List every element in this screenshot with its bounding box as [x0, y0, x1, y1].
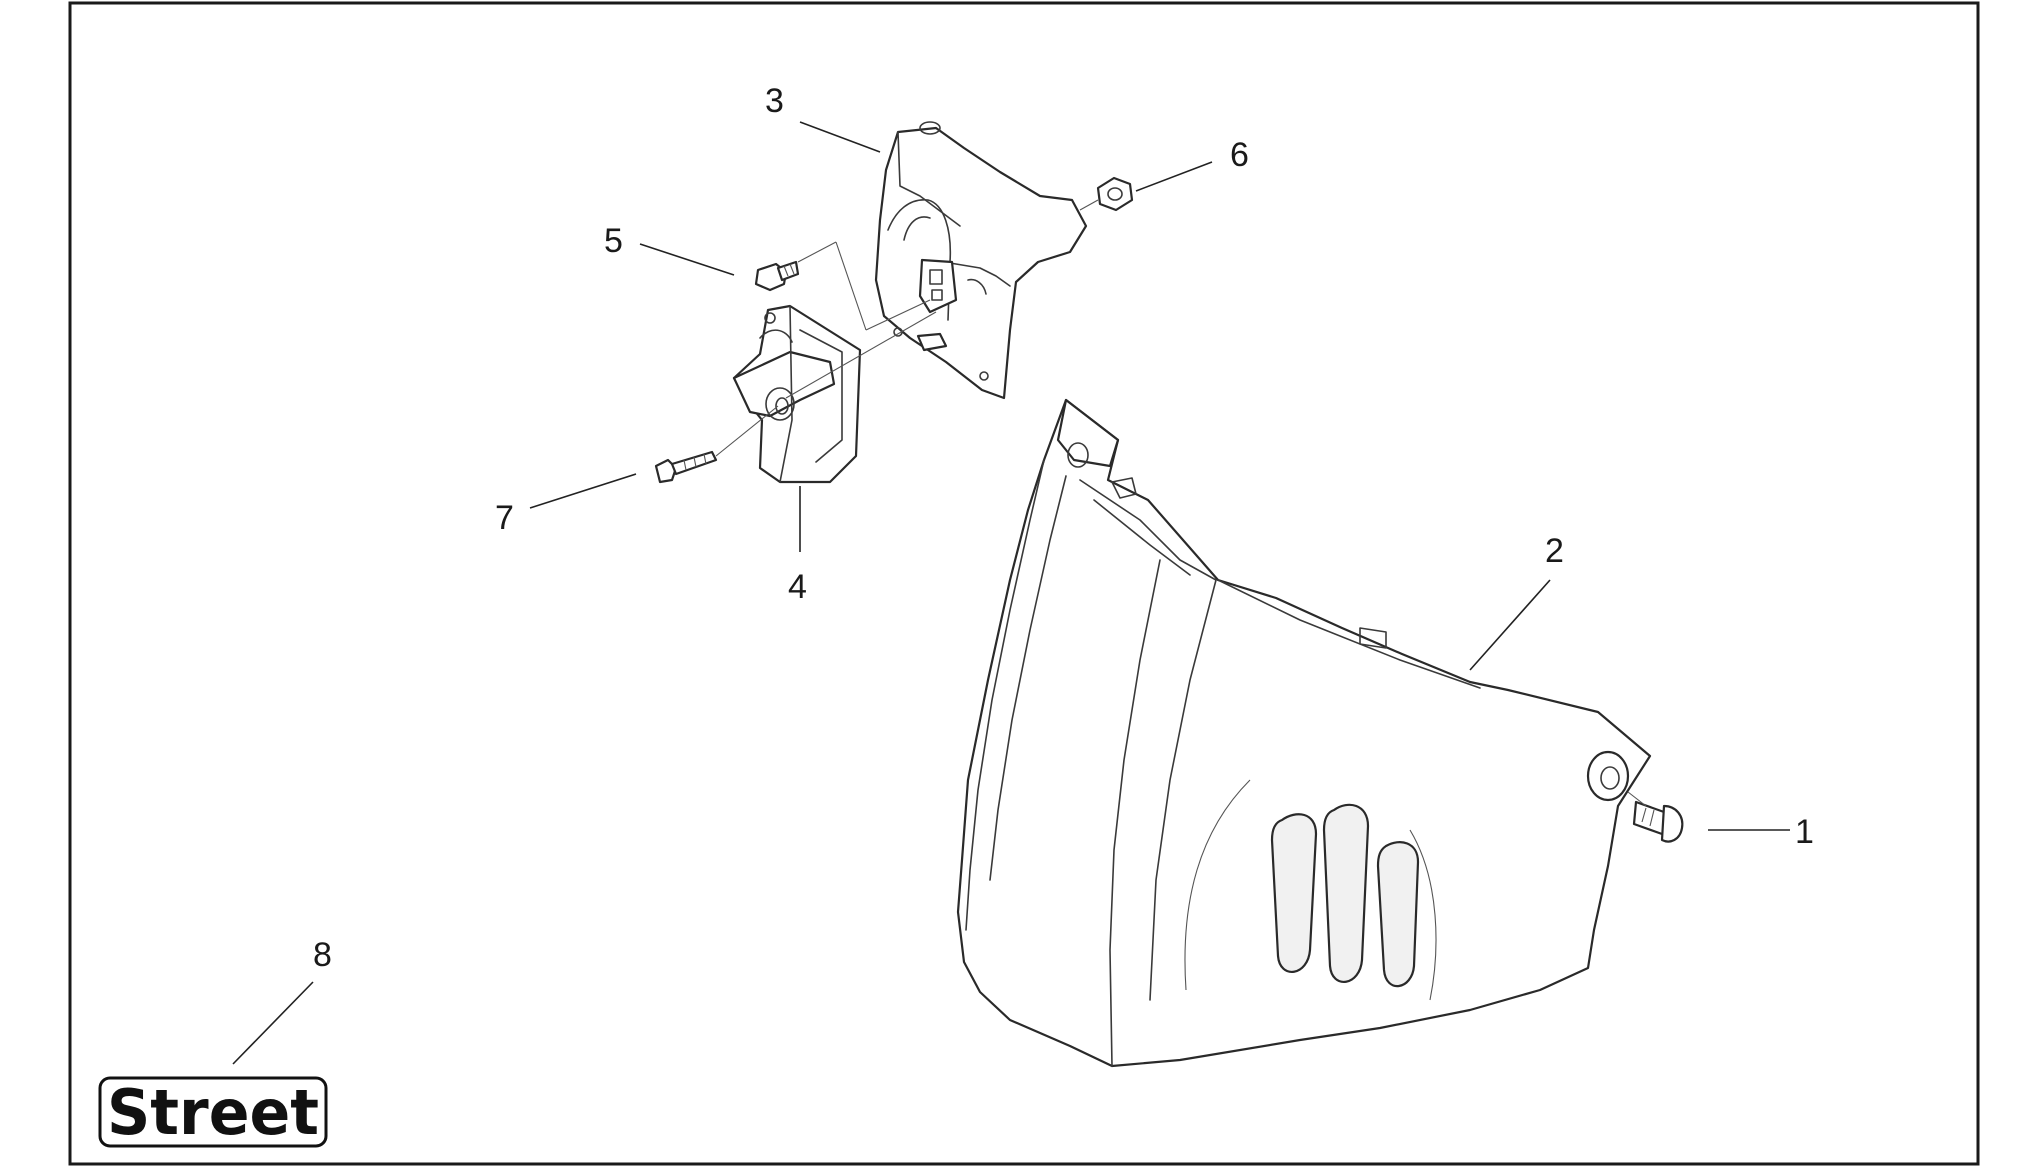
part-4-clamp-block — [732, 304, 862, 484]
callout-6: 6 — [1230, 136, 1249, 174]
leader-6 — [1135, 161, 1213, 192]
part-1-screw — [1632, 800, 1684, 843]
leader-8 — [232, 981, 314, 1065]
part-7-screw — [654, 450, 718, 484]
callout-4: 4 — [788, 568, 807, 606]
leader-2 — [1469, 579, 1551, 671]
street-badge: Street — [98, 1076, 328, 1149]
street-badge-text: Street — [107, 1076, 319, 1149]
leader-5 — [639, 243, 735, 276]
callout-7: 7 — [495, 499, 514, 537]
part-6-nut — [1096, 176, 1134, 212]
part-2-front-cover — [956, 398, 1652, 1068]
callout-labels: 1 2 3 4 5 6 7 8 — [313, 82, 1814, 974]
callout-8: 8 — [313, 936, 332, 974]
street-badge-box — [98, 1076, 328, 1148]
callout-5: 5 — [604, 222, 623, 260]
part-3-upper-bracket — [874, 121, 1088, 400]
leader-lines — [232, 121, 1790, 1065]
callout-2: 2 — [1545, 532, 1564, 570]
part-5-bolt — [754, 260, 800, 292]
leader-7 — [529, 473, 637, 509]
leader-3 — [799, 121, 881, 153]
callout-3: 3 — [765, 82, 784, 120]
assembly-guide-lines — [715, 199, 1647, 807]
callout-1: 1 — [1795, 813, 1814, 851]
